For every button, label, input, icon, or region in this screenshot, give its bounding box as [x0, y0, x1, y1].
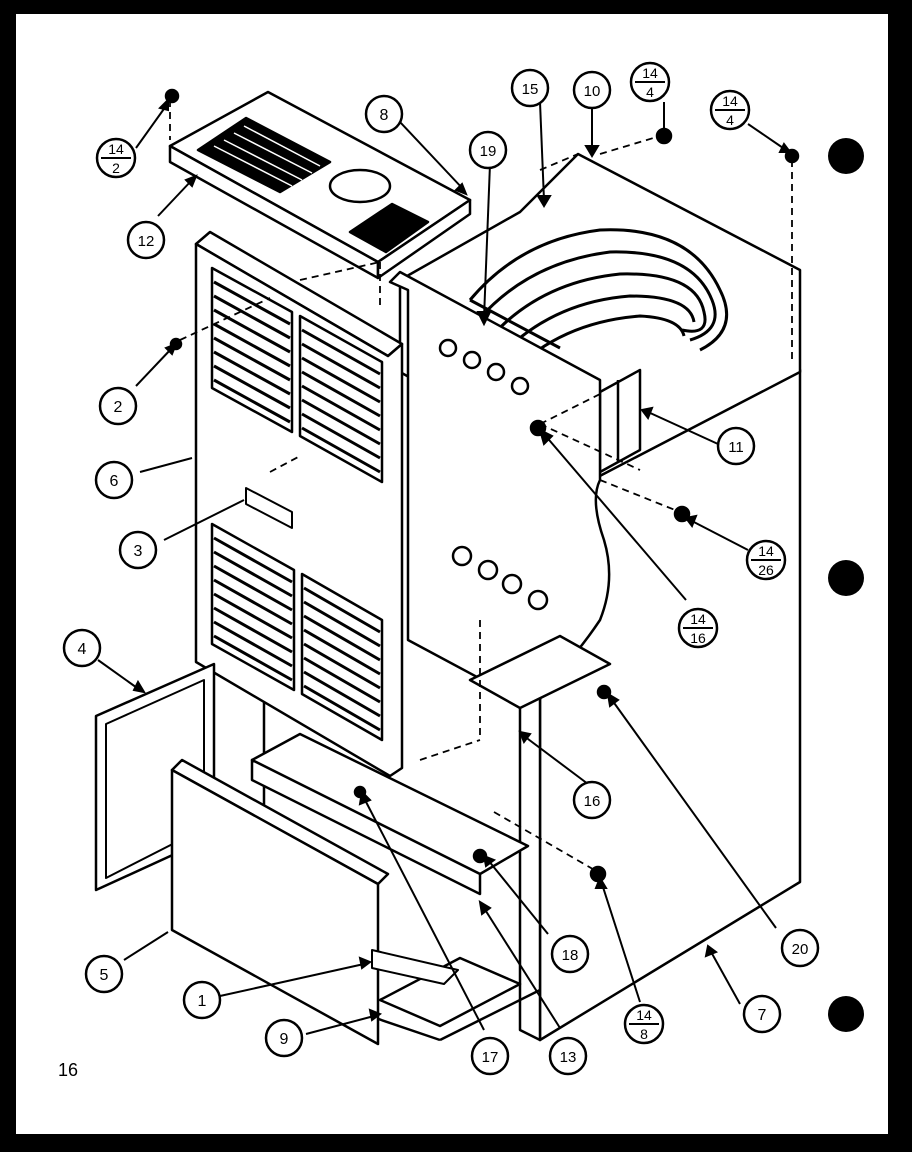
fraction-bottom: 26 — [758, 562, 774, 578]
lower-door-drawing — [170, 758, 459, 1046]
callout-label: 6 — [110, 473, 119, 490]
callout-label: 5 — [100, 967, 109, 984]
callout-circle — [126, 220, 166, 260]
callout-1: 1 — [182, 980, 222, 1020]
dashed-assembly-lines — [169, 100, 793, 873]
callout-label: 3 — [134, 543, 143, 560]
callout-circle — [182, 980, 222, 1020]
callout-7: 7 — [742, 994, 782, 1034]
callout-label: 12 — [138, 233, 155, 250]
callout-label: 16 — [584, 793, 601, 810]
callout-13: 13 — [548, 1036, 588, 1076]
fraction-callout-14-4: 144 — [629, 61, 671, 103]
callout-circle — [716, 426, 756, 466]
callout-circle — [62, 628, 102, 668]
callout-9: 9 — [264, 1018, 304, 1058]
callout-circle — [572, 780, 612, 820]
callout-circle — [98, 386, 138, 426]
lower-right-louvres — [300, 572, 384, 742]
callout-10: 10 — [572, 70, 612, 110]
callout-17: 17 — [470, 1036, 510, 1076]
callout-5: 5 — [84, 954, 124, 994]
callout-circle — [780, 928, 820, 968]
fraction-top: 14 — [108, 141, 124, 157]
callout-label: 1 — [198, 993, 207, 1010]
callout-label: 18 — [562, 947, 579, 964]
upper-right-louvres — [298, 314, 384, 484]
callout-8: 8 — [364, 94, 404, 134]
callout-6: 6 — [94, 460, 134, 500]
callout-circle — [264, 1018, 304, 1058]
fraction-bottom: 2 — [112, 160, 120, 176]
callout-circle — [470, 1036, 510, 1076]
callout-11: 11 — [716, 426, 756, 466]
page-number: 16 — [58, 1060, 78, 1080]
binder-hole-bottom — [828, 996, 864, 1032]
fraction-callout-14-4: 144 — [709, 89, 751, 131]
callout-15: 15 — [510, 68, 550, 108]
lower-left-louvres — [210, 522, 296, 692]
callout-4: 4 — [62, 628, 102, 668]
callout-circle — [94, 460, 134, 500]
label-plate — [245, 487, 293, 529]
callout-3: 3 — [118, 530, 158, 570]
callout-circle — [510, 68, 550, 108]
callout-label: 19 — [480, 143, 497, 160]
callout-2: 2 — [98, 386, 138, 426]
callout-label: 2 — [114, 399, 123, 416]
callout-label: 7 — [758, 1007, 767, 1024]
callout-label: 13 — [560, 1049, 577, 1066]
fraction-callout-14-8: 148 — [623, 1003, 665, 1045]
fraction-top: 14 — [642, 65, 658, 81]
fraction-top: 14 — [636, 1007, 652, 1023]
callout-label: 17 — [482, 1049, 499, 1066]
fraction-top: 14 — [758, 543, 774, 559]
callout-circle — [548, 1036, 588, 1076]
callout-label: 15 — [522, 81, 539, 98]
callout-label: 4 — [78, 641, 87, 658]
callout-circle — [364, 94, 404, 134]
fraction-top: 14 — [690, 611, 706, 627]
front-door-drawing — [194, 230, 404, 778]
callout-circle — [572, 70, 612, 110]
callout-leaders — [97, 97, 792, 1035]
callout-16: 16 — [572, 780, 612, 820]
callout-18: 18 — [550, 934, 590, 974]
callout-circle — [118, 530, 158, 570]
callout-label: 20 — [792, 941, 809, 958]
fraction-bottom: 4 — [646, 84, 654, 100]
fraction-top: 14 — [722, 93, 738, 109]
upper-left-louvres — [210, 266, 294, 434]
callout-circle — [550, 934, 590, 974]
fraction-bottom: 4 — [726, 112, 734, 128]
callout-label: 9 — [280, 1031, 289, 1048]
binder-hole-middle — [828, 560, 864, 596]
binder-hole-top — [828, 138, 864, 174]
callout-20: 20 — [780, 928, 820, 968]
fraction-bottom: 8 — [640, 1026, 648, 1042]
callout-label: 8 — [380, 107, 389, 124]
callout-circle — [742, 994, 782, 1034]
callout-circle — [468, 130, 508, 170]
callout-circle — [84, 954, 124, 994]
callout-12: 12 — [126, 220, 166, 260]
fraction-callout-14-2: 142 — [95, 137, 137, 179]
fraction-bottom: 16 — [690, 630, 706, 646]
callout-19: 19 — [468, 130, 508, 170]
callout-label: 10 — [584, 83, 601, 100]
callout-label: 11 — [728, 439, 744, 456]
top-panel-drawing — [168, 90, 472, 280]
